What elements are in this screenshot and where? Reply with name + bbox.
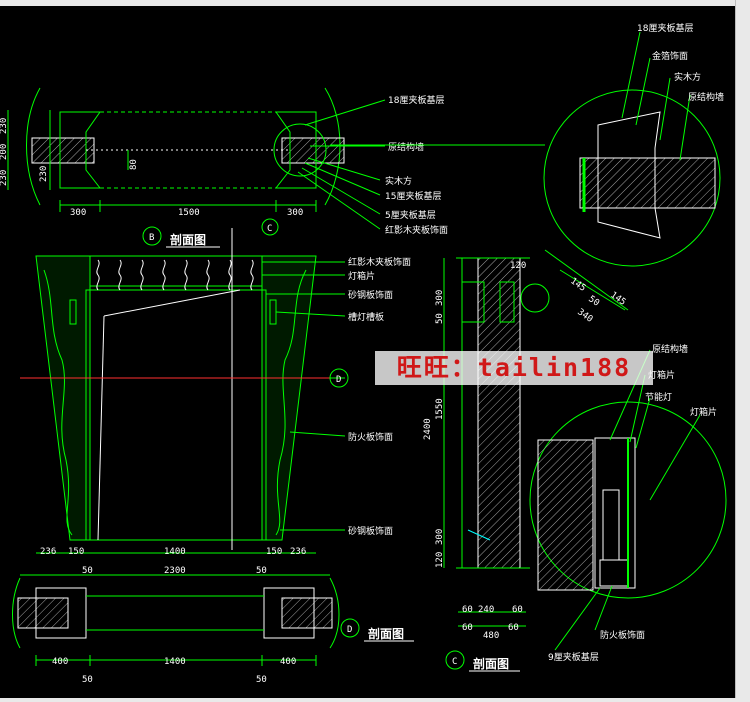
- el-label-sand-steel-2: 砂钢板饰面: [348, 525, 393, 537]
- ss-dim-v4: 1550: [435, 398, 445, 420]
- window-right-scrollbar[interactable]: [735, 0, 750, 702]
- dt-label-timber: 实木方: [674, 71, 701, 83]
- dt-label-gilded: 金箔饰面: [652, 50, 688, 62]
- el-label-sand-steel: 砂钢板饰面: [348, 289, 393, 301]
- tag-d-marker: D: [336, 375, 341, 385]
- title-d: 剖面图: [368, 626, 404, 641]
- el-label-light-sheet: 灯箱片: [348, 270, 375, 282]
- section-marker-c: C: [261, 218, 279, 236]
- bp-dim-3: 400: [280, 657, 296, 667]
- dim-far-left-3: 230: [0, 170, 9, 186]
- el-label-veneer: 红影木夹板饰面: [348, 256, 411, 268]
- db-label-light-sheet: 灯箱片: [648, 369, 675, 381]
- el-dim-r1-5: 236: [290, 547, 306, 557]
- label-wall: 原结构墙: [388, 141, 424, 153]
- wall-hatch-left: [31, 137, 95, 164]
- label-plywood5: 5厘夹板基层: [385, 209, 436, 221]
- dim-far-left-2: 200: [0, 144, 9, 160]
- watermark: 旺旺：tailin188: [375, 351, 653, 385]
- dim-far-left-1: 230: [0, 118, 9, 134]
- ss-dim-v6: 120: [435, 552, 445, 568]
- el-label-fireproof: 防火板饰面: [348, 431, 393, 443]
- elevation-view: [20, 228, 346, 576]
- bp-dim-1: 400: [52, 657, 68, 667]
- title-c: 剖面图: [473, 656, 509, 671]
- ss-dim-b2: 240: [478, 605, 494, 615]
- bp-dim-2: 1400: [164, 657, 186, 667]
- db-label-plywood9: 9厘夹板基层: [548, 651, 599, 663]
- dim-left: 300: [70, 208, 86, 218]
- tag-c: C: [452, 657, 457, 667]
- ss-dim-v5: 300: [435, 529, 445, 545]
- title-section-c: C 剖面图: [445, 650, 520, 672]
- ss-dim-v1: 300: [435, 290, 445, 306]
- ss-dim-b4: 480: [483, 631, 499, 641]
- ss-dim-b1: 60: [462, 605, 473, 615]
- db-label-wall: 原结构墙: [652, 343, 688, 355]
- dt-label-wall: 原结构墙: [688, 91, 724, 103]
- tag-d: D: [347, 625, 352, 635]
- label-plywood18: 18厘夹板基层: [388, 94, 444, 106]
- window-bottom-border: [0, 698, 750, 702]
- detail-bottom-labels: 原结构墙 灯箱片 节能灯 灯箱片 防火板饰面 9厘夹板基层: [548, 343, 717, 663]
- el-dim-r1-1: 236: [40, 547, 56, 557]
- title-section-d: D 剖面图: [340, 618, 414, 642]
- bp-dim-4: 50: [82, 675, 93, 685]
- ss-dim-b6: 60: [508, 623, 519, 633]
- el-dim-r2-2: 2300: [164, 566, 186, 576]
- wall-hatch-right: [281, 137, 345, 164]
- title-b: 剖面图: [170, 232, 206, 247]
- elevation-labels: 红影木夹板饰面 灯箱片 砂钢板饰面 槽灯槽板 防火板饰面 砂钢板饰面 236 1…: [40, 256, 411, 576]
- ss-dim-v3: 2400: [423, 418, 433, 440]
- db-label-fireproof: 防火板饰面: [600, 629, 645, 641]
- db-label-light-sheet-2: 灯箱片: [690, 406, 717, 418]
- dim-gap: 80: [129, 159, 139, 170]
- ss-dim-b3: 60: [512, 605, 523, 615]
- el-dim-r1-3: 1400: [164, 547, 186, 557]
- dim-mid: 1500: [178, 208, 200, 218]
- el-dim-r2-1: 50: [82, 566, 93, 576]
- bottom-plan-labels: 400 1400 400 50 50: [52, 657, 296, 685]
- section-marker-d: D: [329, 368, 349, 388]
- bottom-plan-view: [12, 577, 340, 666]
- el-dim-r1-4: 150: [266, 547, 282, 557]
- detail-top-circle: [330, 31, 721, 311]
- detail-bottom-circle: [529, 349, 727, 651]
- ss-dim-v2: 50: [435, 313, 445, 324]
- el-dim-r1-2: 150: [68, 547, 84, 557]
- side-section-labels: 120 300 50 2400 1550 300 120 60 240 60 4…: [423, 261, 526, 641]
- dt-dim-4: 340: [575, 307, 594, 325]
- tag-c-marker: C: [267, 224, 272, 234]
- dt-label-plywood18: 18厘夹板基层: [637, 22, 693, 34]
- tag-b: B: [149, 233, 154, 243]
- lamp-curves: [96, 259, 254, 291]
- top-plan-view: [7, 87, 386, 230]
- el-dim-r2-3: 50: [256, 566, 267, 576]
- label-veneer: 红影木夹板饰面: [385, 224, 448, 236]
- label-timber: 实木方: [385, 175, 412, 187]
- title-section-b: B 剖面图: [142, 226, 220, 248]
- label-plywood15: 15厘夹板基层: [385, 190, 441, 202]
- ss-dim-top: 120: [510, 261, 526, 271]
- dim-side: 230: [39, 166, 49, 182]
- ss-dim-b5: 60: [462, 623, 473, 633]
- bp-dim-5: 50: [256, 675, 267, 685]
- db-label-lamp: 节能灯: [645, 391, 672, 403]
- dt-dim-2: 50: [586, 294, 601, 308]
- el-label-lamp-slot: 槽灯槽板: [348, 311, 384, 323]
- top-plan-labels: 18厘夹板基层 原结构墙 实木方 15厘夹板基层 5厘夹板基层 红影木夹板饰面 …: [0, 94, 448, 236]
- dim-right: 300: [287, 208, 303, 218]
- side-section-view: [443, 257, 550, 627]
- window-top-border: [0, 0, 750, 6]
